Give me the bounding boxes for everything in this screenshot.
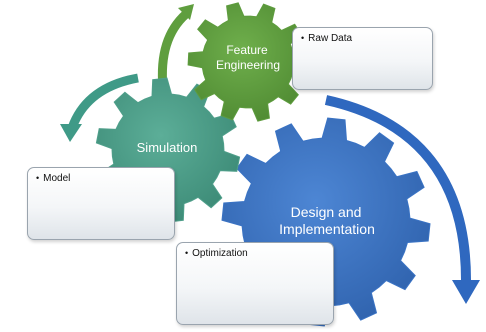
blue-arrow-right-head (452, 280, 480, 304)
model-note: •Model (27, 167, 175, 240)
teal-arrow-left-head (60, 124, 82, 142)
optimization-text: Optimization (192, 248, 248, 259)
feature-engineering-label-line2: Engineering (216, 58, 280, 72)
feature-engineering-gear (187, 2, 309, 122)
raw-data-text: Raw Data (308, 33, 353, 44)
teal-arrow-left (67, 73, 139, 130)
design-implementation-label-line2: Implementation (279, 221, 375, 237)
feature-engineering-label-line1: Feature (226, 43, 268, 57)
optimization-bullet: • (185, 248, 189, 258)
raw-data-note: •Raw Data (292, 27, 433, 90)
gear-green-shape (187, 2, 309, 122)
blue-arrow-right (324, 95, 471, 281)
green-arrow-top (157, 10, 190, 89)
simulation-label: Simulation (137, 140, 198, 155)
green-arrow-top-head (178, 4, 194, 20)
model-bullet: • (36, 173, 40, 183)
model-text: Model (43, 173, 71, 184)
raw-data-bullet: • (301, 33, 305, 43)
optimization-note: •Optimization (176, 242, 334, 325)
design-implementation-label-line1: Design and (291, 204, 362, 220)
